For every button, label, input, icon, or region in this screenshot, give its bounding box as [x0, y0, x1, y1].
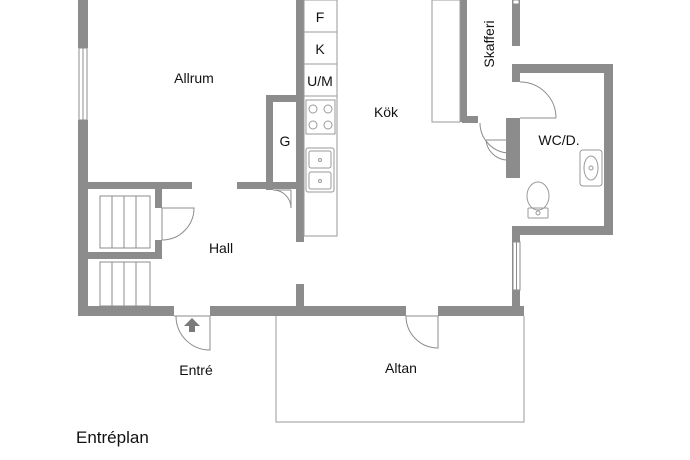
room-label-kok: Kök: [373, 104, 399, 120]
wall-wc-left-mid: [506, 118, 520, 178]
wall-wc-right: [604, 64, 613, 234]
room-label-entre: Entré: [179, 362, 213, 378]
entrance-arrow-icon: [184, 318, 200, 332]
window-pantry-top: [512, 0, 520, 5]
windows: [78, 0, 521, 291]
wall-g-side: [266, 95, 273, 190]
sink: [305, 147, 335, 193]
wc-toilet-tank: [527, 207, 549, 219]
wall-wc-bottom: [512, 226, 613, 235]
wall-wc-top: [512, 64, 613, 73]
doors: [161, 81, 557, 351]
counter-outline: [303, 0, 338, 237]
wall-wc-left-upper: [512, 64, 520, 82]
cabinet-label-oven: U/M: [307, 73, 333, 89]
cabinet-label-fridge: F: [315, 9, 325, 25]
wall-bottom-mid: [210, 306, 406, 316]
hob: [305, 99, 336, 135]
floor-plan-title: Entréplan: [76, 428, 149, 447]
door-g: [272, 189, 292, 209]
wall-skafferi-left: [460, 0, 467, 122]
room-label-garderob: G: [279, 133, 291, 149]
wc-toilet-bowl: [526, 181, 550, 211]
door-stairs: [161, 207, 195, 241]
wall-stair-side-low: [155, 240, 162, 259]
door-wc: [519, 81, 557, 119]
wc-sink: [579, 149, 603, 187]
stairs: [99, 195, 151, 307]
wall-bottom-left: [78, 306, 174, 316]
wall-skafferi-right: [512, 0, 520, 46]
door-entrance: [174, 315, 211, 351]
room-label-wc: WC/D.: [538, 132, 580, 148]
door-altan: [405, 315, 439, 349]
wall-central-stub: [296, 284, 304, 308]
kitchen-counter: [303, 0, 338, 237]
wall-stair-bottom: [88, 252, 162, 259]
room-label-hall: Hall: [208, 240, 234, 256]
kitchen-cabinet-right: [431, 0, 461, 123]
room-label-skafferi: Skafferi: [481, 20, 497, 68]
wall-central: [296, 0, 304, 242]
wall-bottom-right: [438, 306, 524, 316]
room-label-allrum: Allrum: [174, 70, 214, 86]
wall-stair-top: [88, 182, 192, 189]
wall-left-upper: [78, 0, 88, 48]
wc-fixtures: [526, 149, 603, 219]
wall-skafferi-bottom: [462, 116, 478, 123]
door-kitchen-wc: [485, 139, 507, 161]
wall-stair-side: [155, 182, 162, 208]
door-skafferi: [479, 122, 511, 154]
altan-outline: [275, 316, 525, 423]
wall-g-top: [266, 95, 297, 102]
cabinet-label-freezer: K: [315, 41, 325, 57]
walls: [78, 0, 613, 316]
room-label-altan: Altan: [385, 360, 417, 376]
wall-left-lower: [78, 120, 88, 316]
